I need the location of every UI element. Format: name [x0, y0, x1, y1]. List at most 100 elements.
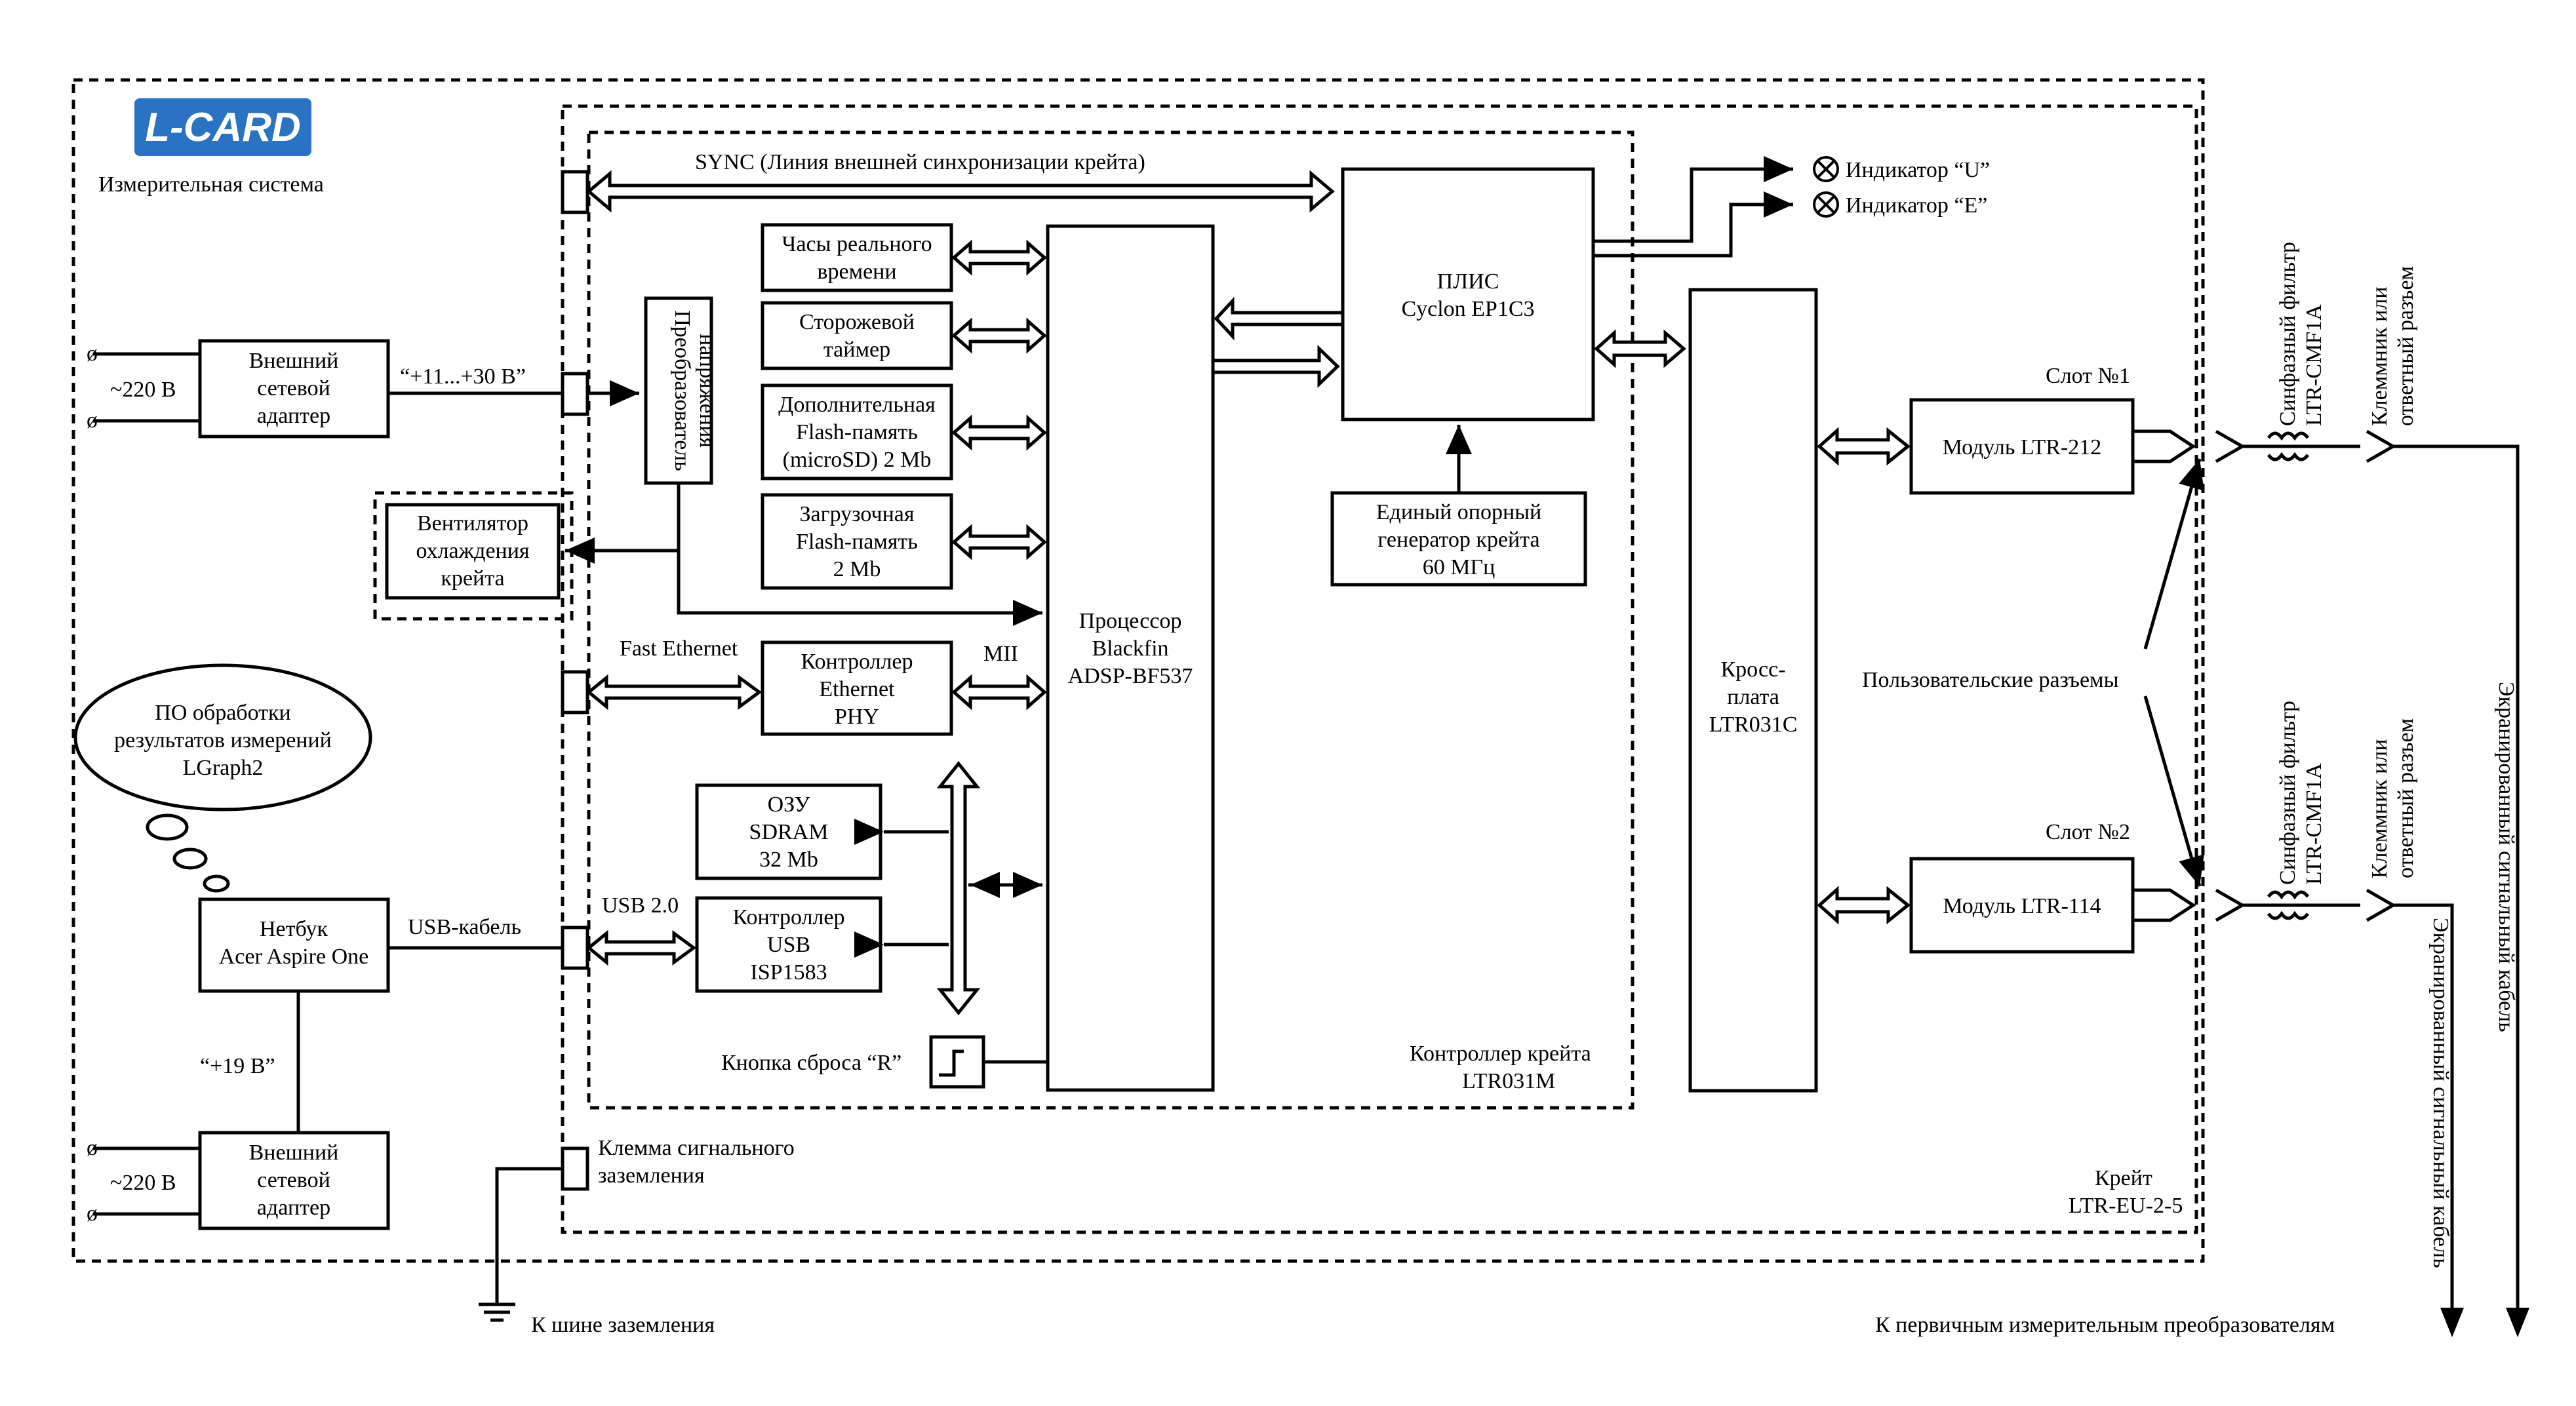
terminal-slot2-line1: Клеммник или [2368, 739, 2392, 878]
mii-label: MII [983, 642, 1018, 666]
ground-terminal-line2: заземления [598, 1163, 705, 1188]
ext-adapter-top-line3: адаптер [257, 404, 330, 428]
memory-bus-arrow [936, 760, 981, 1016]
sdram-box [695, 783, 882, 880]
ground-bus-label: К шине заземления [531, 1313, 715, 1337]
plug-bottom-1-icon: ø [87, 1136, 98, 1160]
filter-slot2-line1: Синфазный фильтр [2276, 701, 2300, 885]
sync-line-arrow [586, 170, 1335, 213]
converter-output-line [677, 483, 1042, 626]
terminal-slot1-line2: ответный разъем [2394, 266, 2418, 426]
flash-extra-box [761, 383, 953, 480]
ground-connector [561, 1146, 589, 1191]
crossboard-slot2-arrow [1817, 886, 1911, 925]
rtc-box [761, 223, 953, 292]
voltage-converter-line2: напряжения [695, 334, 719, 448]
user-connector-pointer-2 [2143, 695, 2204, 887]
watchdog-line1: Сторожевой [799, 310, 915, 334]
crate-frame [561, 104, 2198, 1234]
indicator-u-line [1593, 156, 1793, 243]
fan-box [385, 503, 561, 600]
generator-box [1330, 491, 1587, 587]
plug-top-2-icon: ø [87, 408, 98, 433]
usb-controller-line3: ISP1583 [750, 960, 827, 985]
mains-top-label: ~220 В [110, 378, 176, 402]
reset-button-box [929, 1035, 985, 1089]
sync-connector [561, 170, 589, 214]
ext-adapter-bottom-line2: сетевой [257, 1168, 330, 1192]
indicator-e-icon [1813, 191, 1839, 218]
voltage-converter-box [644, 296, 713, 485]
ground-terminal-line1: Клемма сигнального [598, 1136, 795, 1160]
adapter-top-voltage-label: “+11...+30 В” [400, 364, 526, 389]
measurement-system-frame [71, 78, 2205, 1263]
system-label: Измерительная система [98, 172, 324, 197]
terminal-slot1-line1: Клеммник или [2368, 286, 2392, 426]
ethernet-cpu-arrow [951, 674, 1047, 711]
plug-bottom-2-icon: ø [87, 1201, 98, 1226]
filter-slot2-icon [2215, 888, 2454, 1314]
cable-slot1-label: Экранированный сигнальный кабель [2494, 682, 2518, 1032]
flash-boot-line2: Flash-память [796, 530, 918, 554]
flash-extra-cpu-arrow [951, 414, 1047, 451]
usb2-label: USB 2.0 [602, 893, 679, 918]
software-cloud-icon [73, 663, 372, 893]
generator-line3: 60 МГц [1423, 555, 1496, 579]
plug-top-1-icon: ø [87, 342, 98, 366]
watchdog-line2: таймер [823, 338, 890, 362]
ext-adapter-top-box [198, 339, 390, 439]
cloud-line1: ПО обработки [155, 701, 290, 725]
power-connector [561, 372, 589, 416]
usb-cable-label: USB-кабель [408, 915, 521, 939]
fan-line3: крейта [441, 566, 504, 591]
l-card-logo: L-CARD [134, 98, 311, 156]
flash-boot-box [761, 493, 953, 590]
flash-extra-line3: (microSD) 2 Mb [783, 448, 932, 472]
ext-adapter-top-line1: Внешний [249, 349, 339, 373]
netbook-line1: Нетбук [260, 917, 328, 941]
fast-ethernet-label: Fast Ethernet [620, 636, 738, 661]
usb-connector [561, 926, 589, 970]
indicator-e-line [1593, 191, 1793, 258]
cpu-box [1046, 224, 1215, 1092]
cable-slot2-arrowhead [2440, 1308, 2464, 1337]
cloud-line3: LGraph2 [183, 756, 264, 780]
flash-extra-line1: Дополнительная [778, 393, 936, 417]
ext-adapter-bottom-line1: Внешний [249, 1141, 339, 1165]
generator-line2: генератор крейта [1377, 528, 1539, 552]
crate-label-line1: Крейт [2095, 1166, 2152, 1190]
crate-label-line2: LTR-EU-2-5 [2069, 1194, 2183, 1218]
primary-sensors-label: К первичным измерительным преобразовател… [1875, 1313, 2335, 1337]
netbook-line2: Acer Aspire One [219, 945, 368, 969]
sdram-line3: 32 Mb [759, 848, 818, 872]
crossboard-box [1688, 288, 1818, 1093]
netbook-voltage-label: “+19 В” [200, 1054, 275, 1078]
filter-slot1-line2: LTR-CMF1A [2302, 304, 2326, 426]
watchdog-box [761, 301, 953, 370]
sdram-line2: SDRAM [749, 820, 829, 844]
user-connectors-label: Пользовательские разъемы [1862, 668, 2119, 692]
voltage-converter-line1: Преобразователь [670, 310, 694, 471]
flash-boot-line3: 2 Mb [833, 557, 881, 581]
cpu-line3: ADSP-BF537 [1068, 664, 1193, 688]
usb-controller-line2: USB [767, 933, 810, 957]
slot2-output-connector-icon [2133, 888, 2196, 922]
indicator-u-icon [1813, 156, 1839, 182]
controller-label-line2: LTR031M [1462, 1069, 1555, 1093]
flash-boot-line1: Загрузочная [800, 502, 915, 526]
controller-label-line1: Контроллер крейта [1410, 1042, 1591, 1066]
rtc-cpu-arrow [951, 239, 1047, 276]
sdram-line1: ОЗУ [768, 792, 811, 817]
cpu-to-plis-arrow [1211, 345, 1340, 388]
module-ltr114-box [1909, 857, 2135, 954]
filter-slot1-line1: Синфазный фильтр [2276, 242, 2300, 426]
cable-slot1-arrowhead [2506, 1308, 2529, 1337]
plis-crossboard-arrow [1594, 329, 1686, 368]
slot2-label: Слот №2 [2046, 820, 2130, 844]
cloud-line2: результатов измерений [114, 728, 332, 752]
slot1-label: Слот №1 [2046, 364, 2130, 388]
crossboard-line3: LTR031C [1709, 713, 1798, 737]
terminal-slot2-line2: ответный разъем [2394, 718, 2418, 878]
controller-frame [587, 130, 1635, 1110]
